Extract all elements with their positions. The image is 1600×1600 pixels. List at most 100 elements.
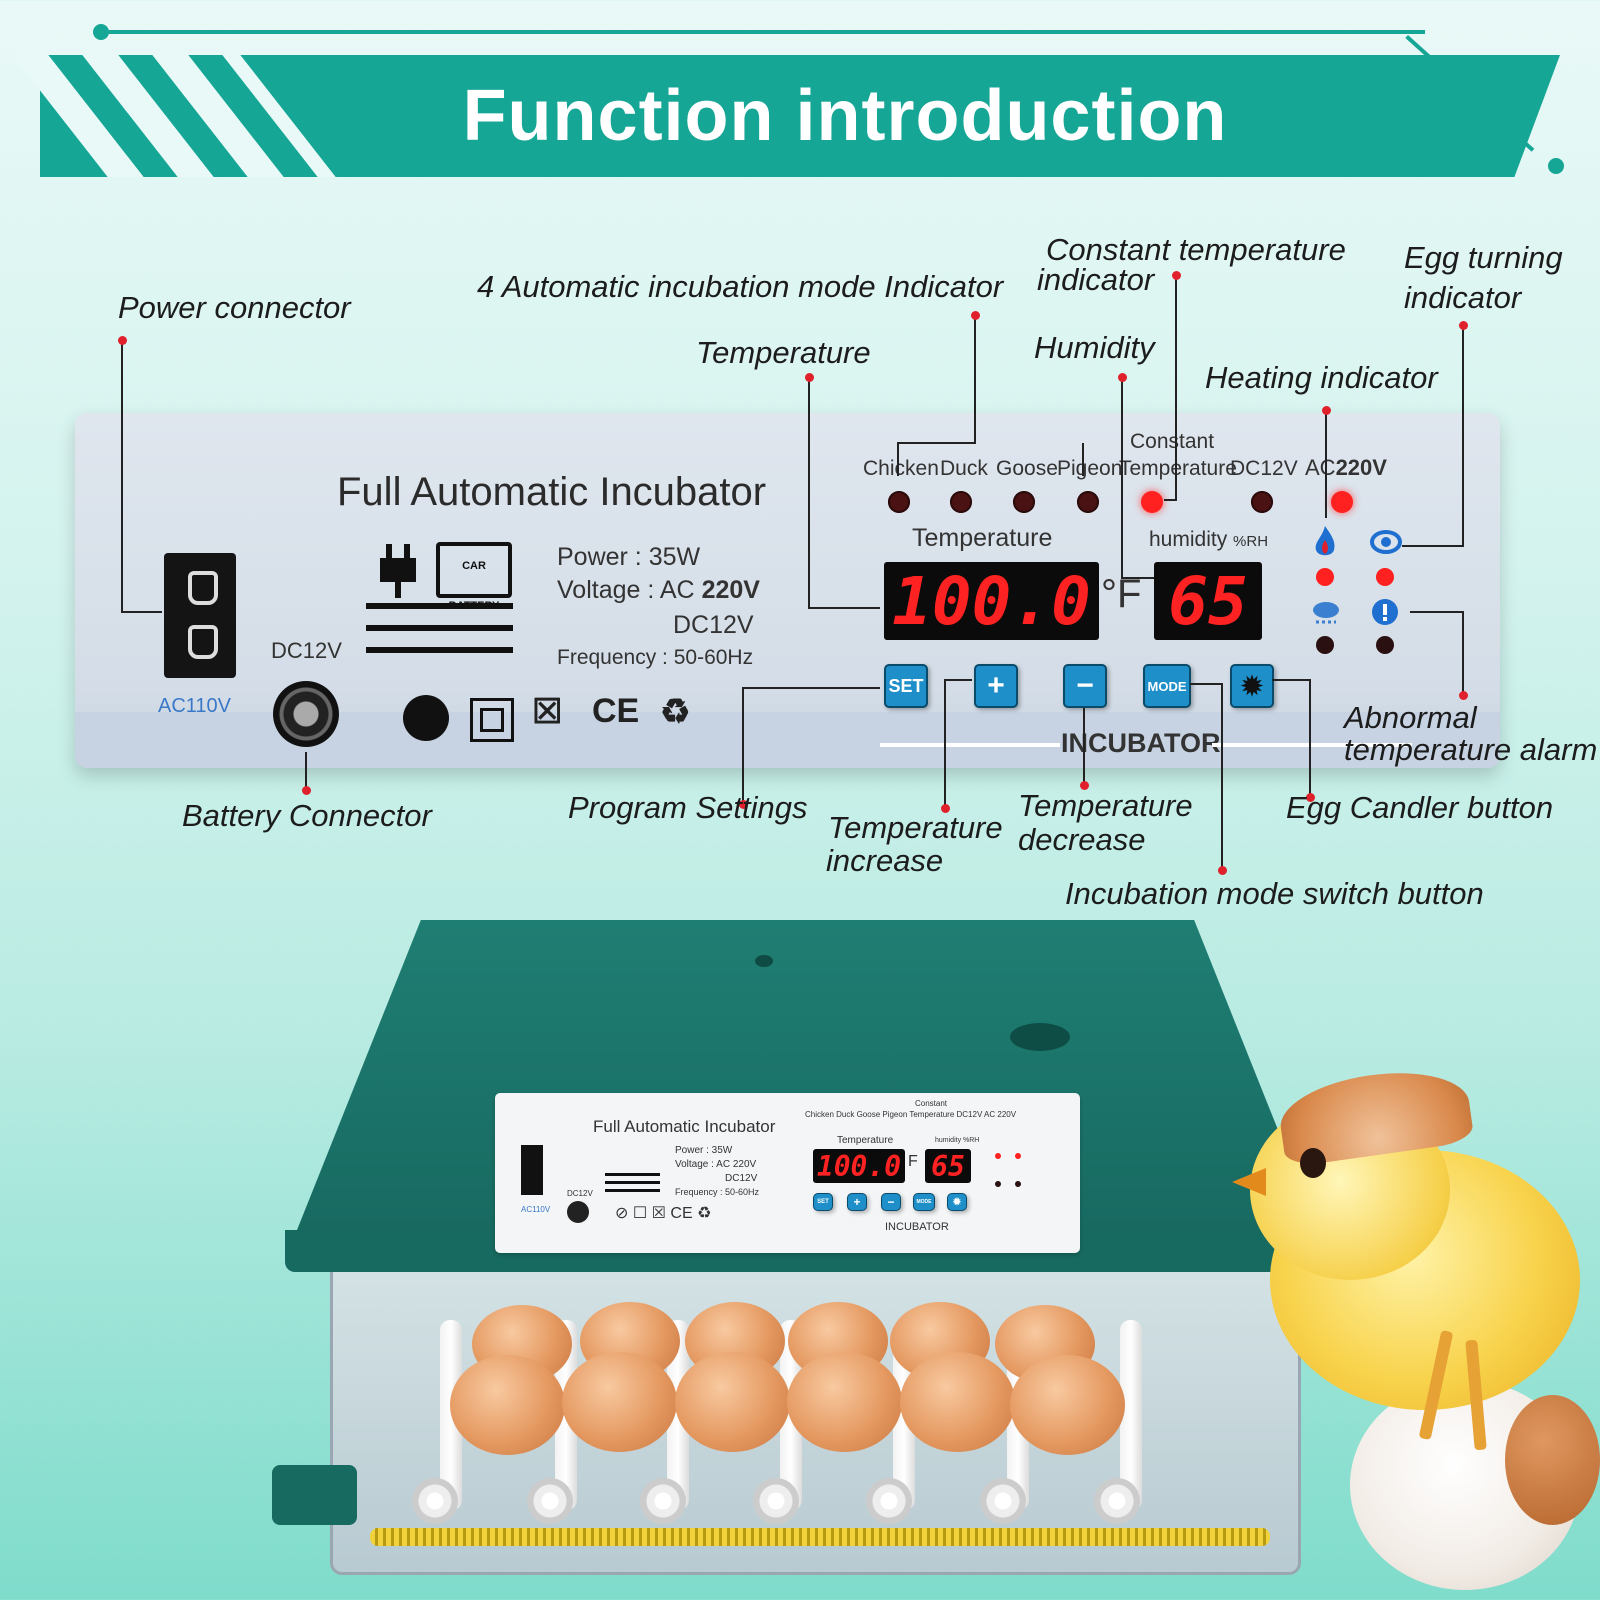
bulb-icon: ✹ xyxy=(1241,670,1263,701)
lid-hole xyxy=(755,955,773,967)
roller-gear xyxy=(980,1478,1026,1524)
socket-pin xyxy=(188,571,218,605)
lid-window xyxy=(1010,1023,1070,1051)
constant-label: Constant xyxy=(1130,430,1215,453)
goose-led xyxy=(1013,491,1035,513)
dc12v-led xyxy=(1251,491,1273,513)
label-temp-decrease-2: decrease xyxy=(1018,822,1146,857)
mode-chicken: Chicken xyxy=(863,457,939,480)
mini-candler-button: ✹ xyxy=(947,1193,967,1211)
constant-temperature-led xyxy=(1141,491,1163,513)
mini-control-panel: Full Automatic Incubator AC110V DC12V Po… xyxy=(495,1093,1080,1253)
plus-button[interactable]: + xyxy=(974,664,1018,708)
egg-turning-led xyxy=(1376,568,1394,586)
mini-title: Full Automatic Incubator xyxy=(593,1117,776,1136)
roller-gear xyxy=(1094,1478,1140,1524)
pointer-dot xyxy=(1322,406,1331,415)
label-egg-turning-2: indicator xyxy=(1404,280,1522,315)
pointer-dot xyxy=(302,786,311,795)
ac220v-led xyxy=(1331,491,1353,513)
title-banner xyxy=(40,55,1560,177)
pointer-dot xyxy=(1218,866,1227,875)
egg xyxy=(675,1352,790,1452)
incubator-label: INCUBATOR xyxy=(1061,728,1221,758)
mini-minus-button: − xyxy=(881,1193,901,1211)
power-spec: Power : 35W xyxy=(557,543,701,571)
mode-button[interactable]: MODE xyxy=(1143,664,1191,708)
pointer-dot xyxy=(1459,321,1468,330)
mode-goose: Goose xyxy=(996,457,1058,480)
label-mode-switch: Incubation mode switch button xyxy=(1065,876,1484,911)
ce-mark: CE xyxy=(592,692,640,730)
drive-spring xyxy=(370,1528,1270,1546)
label-program-settings: Program Settings xyxy=(568,790,808,825)
voltage-ac: 220V xyxy=(701,576,760,604)
mini-jack xyxy=(567,1201,589,1223)
weee-icon: ☒ xyxy=(532,693,563,731)
mini-set-button: SET xyxy=(813,1193,833,1211)
mini-incubator-label: INCUBATOR xyxy=(885,1221,949,1233)
pointer-dot xyxy=(1306,793,1315,802)
mode-duck: Duck xyxy=(940,457,988,480)
power-socket[interactable] xyxy=(164,553,236,678)
mini-temperature-display: 100.0 xyxy=(813,1149,905,1183)
rain-icon xyxy=(1313,602,1339,624)
candler-button[interactable]: ✹ xyxy=(1230,664,1274,708)
frequency-spec: Frequency : 50-60Hz xyxy=(557,646,754,669)
label-temp-decrease-1: Temperature xyxy=(1018,788,1193,823)
voltage-dc-spec: DC12V xyxy=(673,611,754,639)
label-constant-temp-2: indicator xyxy=(1037,262,1155,297)
humidity-unit: %RH xyxy=(1233,533,1269,550)
pointer-dot xyxy=(971,311,980,320)
mini-temperature-unit: F xyxy=(908,1153,918,1170)
mini-constant: Constant xyxy=(915,1099,948,1108)
pigeon-led xyxy=(1077,491,1099,513)
pointer-dot xyxy=(805,373,814,382)
egg xyxy=(450,1355,565,1455)
recycle-icon: ♻ xyxy=(660,693,691,731)
humidity-label: humidity %RH xyxy=(1149,528,1268,552)
flame-icon xyxy=(1315,526,1335,556)
egg-roller xyxy=(1120,1320,1142,1510)
egg xyxy=(900,1352,1015,1452)
egg xyxy=(1010,1355,1125,1455)
page-title: Function introduction xyxy=(462,76,1228,156)
egg xyxy=(562,1352,677,1452)
mini-status-led xyxy=(1015,1153,1021,1159)
banner-dot-left xyxy=(93,24,109,40)
set-button[interactable]: SET xyxy=(884,664,928,708)
label-egg-turning-1: Egg turning xyxy=(1404,240,1563,275)
roller-gear xyxy=(640,1478,686,1524)
mini-certs: ⊘ ☐ ☒ CE ♻ xyxy=(615,1205,712,1222)
heating-led xyxy=(1316,568,1334,586)
label-egg-candler: Egg Candler button xyxy=(1286,790,1554,825)
panel-title: Full Automatic Incubator xyxy=(337,470,767,514)
plug-icon xyxy=(380,544,416,598)
spec-divider xyxy=(366,625,513,631)
mini-frequency: Frequency : 50-60Hz xyxy=(675,1187,760,1197)
chicken-led xyxy=(888,491,910,513)
minus-button[interactable]: − xyxy=(1063,664,1107,708)
humidifying-led xyxy=(1316,636,1334,654)
chick-beak xyxy=(1232,1168,1266,1196)
pointer-dot xyxy=(941,804,950,813)
ac-220v: 220V xyxy=(1335,455,1387,480)
battery-jack[interactable] xyxy=(273,681,339,747)
double-insulation-icon xyxy=(470,698,514,742)
mini-status-led xyxy=(995,1181,1001,1187)
brown-egg xyxy=(1505,1395,1600,1525)
mini-mode-button: MODE xyxy=(913,1193,935,1211)
label-alarm-1: Abnormal xyxy=(1344,700,1477,735)
roller-gear xyxy=(866,1478,912,1524)
constant-temperature-label: Temperature xyxy=(1119,457,1237,480)
pointer-dot xyxy=(1080,781,1089,790)
banner-top-line xyxy=(100,30,1425,34)
mini-humidity-display: 65 xyxy=(925,1149,971,1183)
turn-icon xyxy=(1370,530,1402,554)
label-heating-indicator: Heating indicator xyxy=(1205,360,1438,395)
energy-icon xyxy=(403,695,449,741)
temperature-label: Temperature xyxy=(912,524,1053,552)
alert-icon xyxy=(1372,599,1398,625)
pointer-dot xyxy=(1459,691,1468,700)
voltage-spec: Voltage : AC 220V xyxy=(557,576,760,605)
